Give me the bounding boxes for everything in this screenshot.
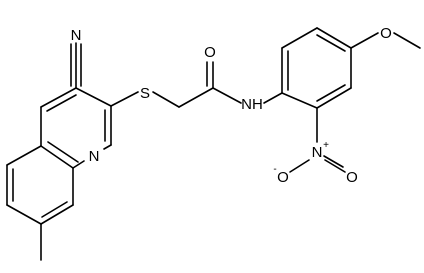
nitro-n-charge: + [323, 140, 329, 151]
sulfur-label: S [140, 85, 150, 102]
carbonyl-o-label: O [204, 44, 216, 61]
nitro-n-label: N [312, 144, 323, 161]
quinoline-ring-bonds [6, 87, 112, 261]
amide-nh-label: NH [241, 96, 263, 113]
nitrile-n-label: N [71, 27, 82, 44]
linker-bonds [110, 61, 283, 108]
nitro-o-lower-label: O [277, 169, 289, 186]
nitro-o-upper-label: O [346, 169, 358, 186]
nitro-o-charge: - [273, 164, 276, 175]
quinoline-n-label: N [89, 148, 100, 165]
nitrile-group [70, 42, 82, 89]
methoxy-o-label: O [380, 25, 392, 42]
phenyl-ring-bonds [281, 27, 421, 173]
